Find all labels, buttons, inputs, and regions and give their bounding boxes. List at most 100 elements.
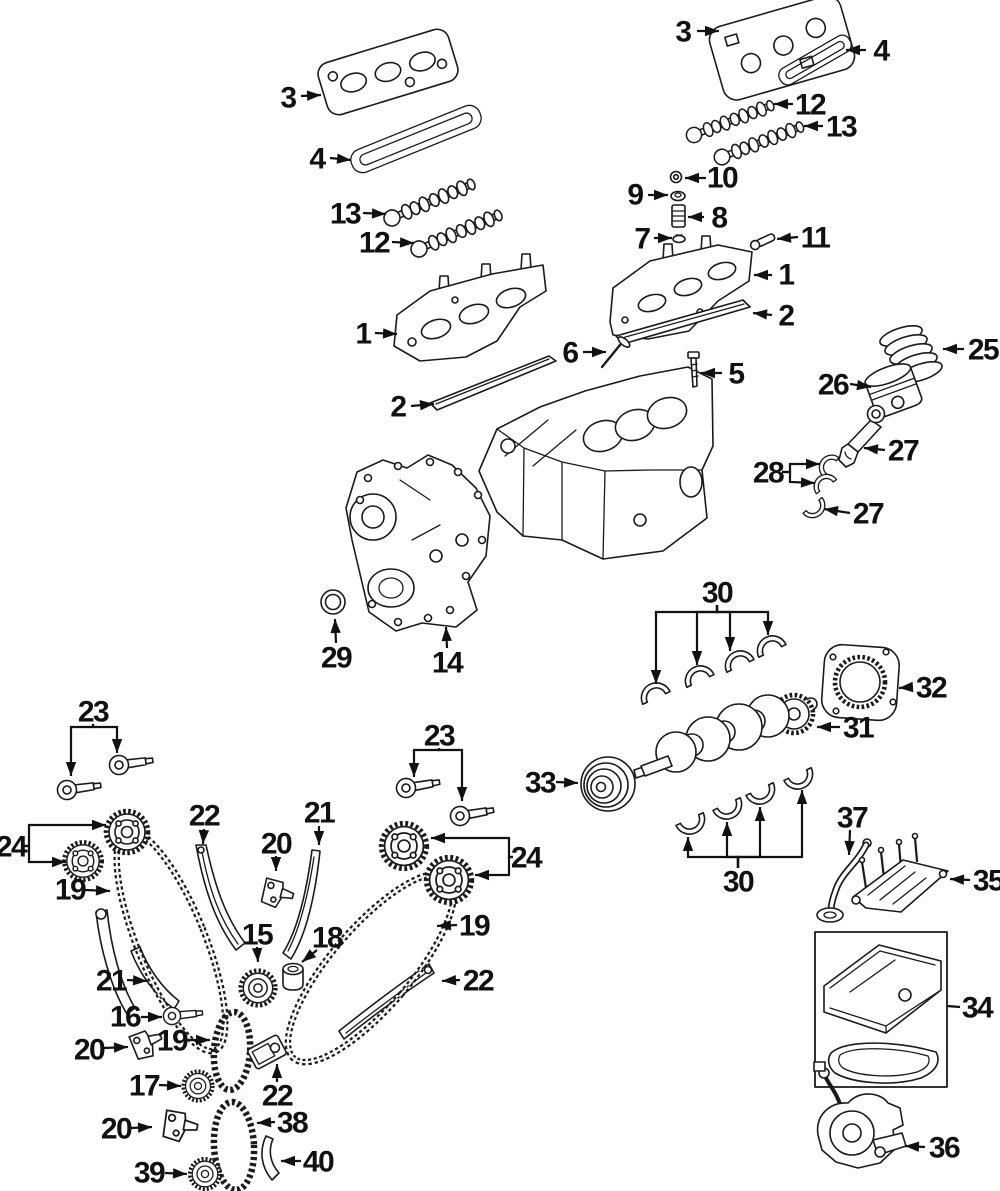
callout-label-6: 6 — [562, 337, 578, 370]
arrowhead-icon — [824, 506, 839, 517]
part-detail — [745, 781, 781, 810]
callout-label-21: 21 — [304, 797, 335, 830]
arrowhead-icon — [475, 869, 489, 881]
part-detail — [852, 859, 949, 913]
arrowhead-icon — [408, 763, 420, 777]
chain-rail-left — [95, 908, 136, 1015]
part-detail — [380, 174, 479, 230]
callout-26: 26 — [818, 369, 872, 402]
callout-30: 30 — [682, 790, 808, 899]
main-bearings-lower — [675, 766, 819, 840]
callout-28: 28 — [753, 457, 820, 490]
part-detail — [687, 351, 700, 359]
callout-label-12: 12 — [359, 227, 390, 260]
part-detail — [690, 357, 698, 388]
connecting-rod — [838, 404, 886, 468]
part-detail — [393, 461, 403, 471]
main-bearings-upper — [635, 630, 787, 706]
callout-label-16: 16 — [110, 1001, 141, 1034]
part-detail — [871, 409, 881, 419]
callout-7: 7 — [634, 223, 672, 256]
part-detail — [393, 617, 403, 627]
arrowhead-icon — [950, 874, 965, 885]
part-detail — [201, 851, 239, 945]
callout-3: 3 — [280, 82, 322, 115]
part-detail — [805, 17, 827, 39]
part-detail — [890, 395, 905, 410]
arrowhead-icon — [198, 829, 210, 844]
part-detail — [814, 931, 948, 1088]
callout-label-17: 17 — [129, 1070, 160, 1103]
part-detail — [635, 677, 671, 706]
chain-guide-plate — [247, 1034, 287, 1070]
part-detail — [867, 865, 927, 905]
callout-2: 2 — [752, 300, 796, 333]
callout-label-1: 1 — [355, 318, 371, 351]
callout-label-23: 23 — [424, 720, 455, 753]
chain-tensioner-lower — [160, 1109, 201, 1145]
part-detail — [350, 104, 482, 174]
callout-label-22: 22 — [463, 965, 494, 998]
callout-12: 12 — [774, 89, 827, 122]
part-detail — [399, 479, 441, 541]
callout-label-34: 34 — [962, 992, 994, 1025]
callout-12: 12 — [359, 227, 415, 260]
arrowhead-icon — [762, 621, 774, 635]
part-detail — [740, 52, 762, 74]
arrowhead-icon — [701, 367, 715, 379]
callout-22: 22 — [262, 1064, 294, 1113]
callout-label-13: 13 — [826, 111, 857, 144]
part-detail — [359, 112, 473, 166]
part-detail — [95, 908, 107, 920]
callout-20: 20 — [261, 828, 293, 871]
part-detail — [882, 648, 890, 656]
arrowhead-icon — [563, 777, 578, 788]
phaser-bolt-right-b — [448, 799, 496, 828]
part-detail — [500, 438, 516, 454]
part-detail — [445, 605, 455, 615]
part-detail — [877, 846, 885, 854]
part-detail — [813, 1061, 826, 1072]
callout-20: 20 — [74, 1034, 129, 1067]
callout-label-29: 29 — [321, 642, 352, 675]
arrowhead-icon — [817, 721, 831, 733]
callout-17: 17 — [129, 1070, 182, 1103]
part-detail — [637, 293, 667, 313]
arrowhead-icon — [682, 837, 694, 851]
callout-label-20: 20 — [261, 828, 292, 861]
callout-label-35: 35 — [973, 865, 1000, 898]
part-detail — [842, 1123, 862, 1143]
leader-line — [69, 724, 95, 776]
part-detail — [478, 366, 714, 560]
callout-label-24: 24 — [511, 842, 543, 875]
piston — [864, 363, 923, 418]
camshaft-left-upper — [380, 174, 479, 230]
callout-33: 33 — [525, 767, 579, 800]
callout-label-10: 10 — [707, 162, 738, 195]
valve-cover-gasket-right — [778, 34, 852, 86]
rear-main-seal-plate — [820, 643, 901, 722]
part-detail — [621, 316, 629, 324]
arrowhead-icon — [166, 1080, 181, 1091]
oil-pump-sprocket — [187, 1156, 223, 1191]
arrowhead-icon — [650, 670, 662, 684]
part-detail — [707, 261, 737, 281]
part-detail — [823, 944, 942, 1034]
leader-line — [475, 855, 513, 877]
callout-10: 10 — [685, 162, 739, 195]
callout-18: 18 — [301, 922, 344, 963]
part-detail — [860, 836, 919, 890]
part-detail — [425, 457, 435, 467]
part-detail — [195, 844, 246, 951]
part-detail — [646, 396, 688, 430]
spring-retainer — [672, 234, 686, 244]
arrowhead-icon — [806, 458, 820, 470]
part-detail — [844, 451, 852, 460]
tensioner-sprocket — [181, 1069, 215, 1103]
part-detail — [423, 965, 433, 975]
valve-cover-right — [708, 0, 856, 101]
cam-phaser-right-upper — [381, 823, 426, 868]
callout-label-38: 38 — [277, 1107, 308, 1140]
crankshaft — [633, 692, 818, 779]
callout-label-30: 30 — [702, 577, 733, 610]
